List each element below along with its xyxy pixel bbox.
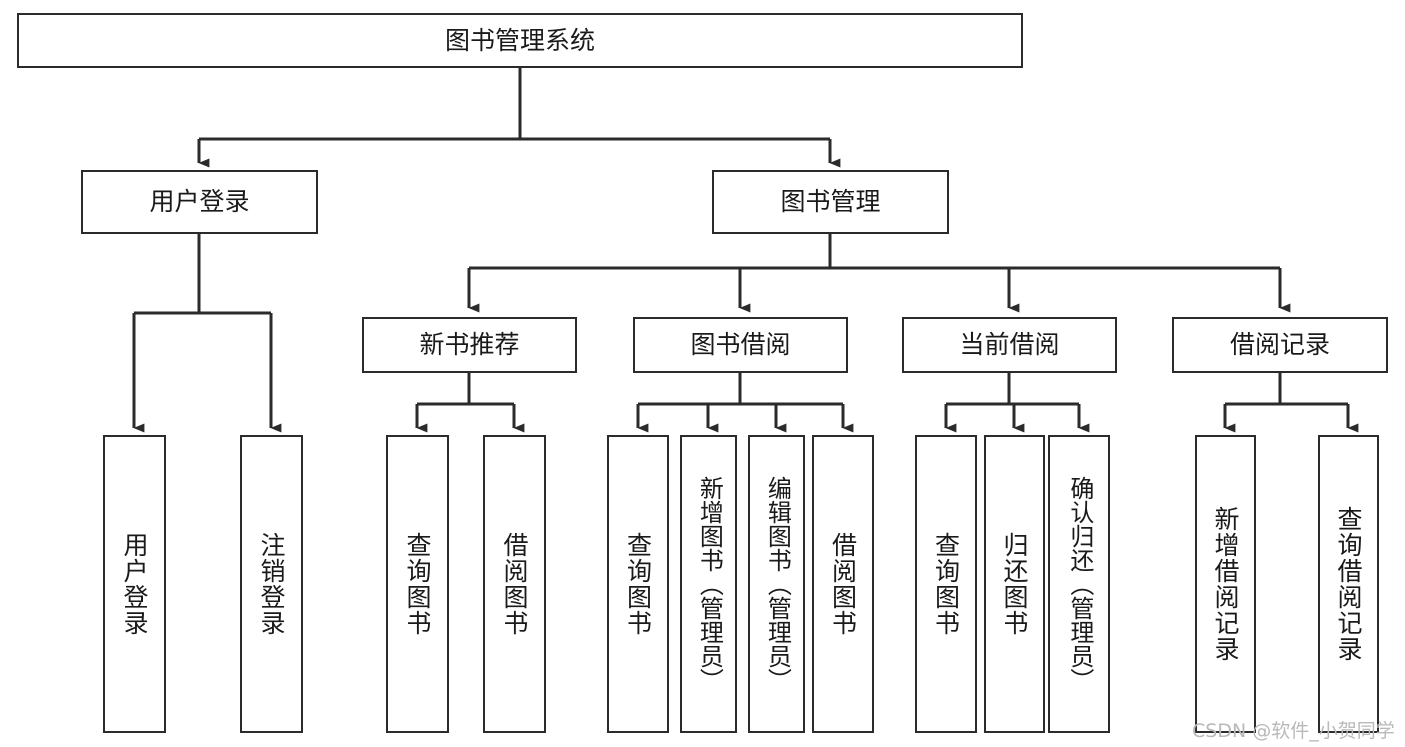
leaf-current-borrow-query-book[interactable]: 查询图书 [915,435,977,733]
leaf-current-borrow-return-book[interactable]: 归还图书 [984,435,1045,733]
leaf-borrow-record-query-record[interactable]: 查询借阅记录 [1318,435,1379,733]
node-label: 当前借阅 [959,330,1060,360]
node-label: 查询借阅记录 [1334,506,1363,662]
node-label: 图书借阅 [690,330,791,360]
node-label: 借阅图书 [500,532,529,636]
leaf-book-borrow-borrow-book[interactable]: 借阅图书 [812,435,874,733]
node-book-borrow[interactable]: 图书借阅 [633,317,848,373]
node-label: 查询图书 [931,532,961,636]
node-label: 查询图书 [403,532,432,636]
node-new-book-recommend[interactable]: 新书推荐 [362,317,577,373]
node-label: 借阅记录 [1229,330,1330,360]
node-label: 新书推荐 [419,330,520,360]
leaf-new-book-query-book[interactable]: 查询图书 [386,435,449,733]
node-current-borrow[interactable]: 当前借阅 [902,317,1117,373]
node-label: 编辑图书（管理员） [763,476,792,692]
leaf-current-borrow-confirm-return-admin[interactable]: 确认归还（管理员） [1048,435,1110,733]
leaf-borrow-record-add-record[interactable]: 新增借阅记录 [1195,435,1256,733]
node-label: 新增借阅记录 [1211,506,1240,662]
csdn-watermark: CSDN @软件_小贺同学 [1192,720,1395,742]
node-user-login[interactable]: 用户登录 [81,170,318,234]
node-label: 新增图书（管理员） [695,476,724,692]
leaf-book-borrow-add-book-admin[interactable]: 新增图书（管理员） [680,435,737,733]
node-borrow-record[interactable]: 借阅记录 [1172,317,1388,373]
node-label: 确认归还（管理员） [1065,476,1094,692]
node-label: 图书管理 [780,187,881,217]
node-label: 归还图书 [1000,532,1029,636]
node-book-management[interactable]: 图书管理 [712,170,949,234]
leaf-user-login-login[interactable]: 用户登录 [103,435,166,733]
node-label: 图书管理系统 [444,25,595,55]
node-label: 借阅图书 [828,532,858,636]
node-label: 用户登录 [120,532,149,636]
node-label: 注销登录 [257,532,286,636]
leaf-book-borrow-query-book[interactable]: 查询图书 [607,435,669,733]
node-label: 查询图书 [623,532,653,636]
node-label: 用户登录 [149,187,250,217]
leaf-book-borrow-edit-book-admin[interactable]: 编辑图书（管理员） [748,435,805,733]
leaf-user-login-logout[interactable]: 注销登录 [240,435,303,733]
node-root-book-management-system[interactable]: 图书管理系统 [17,13,1023,68]
leaf-new-book-borrow-book[interactable]: 借阅图书 [483,435,546,733]
